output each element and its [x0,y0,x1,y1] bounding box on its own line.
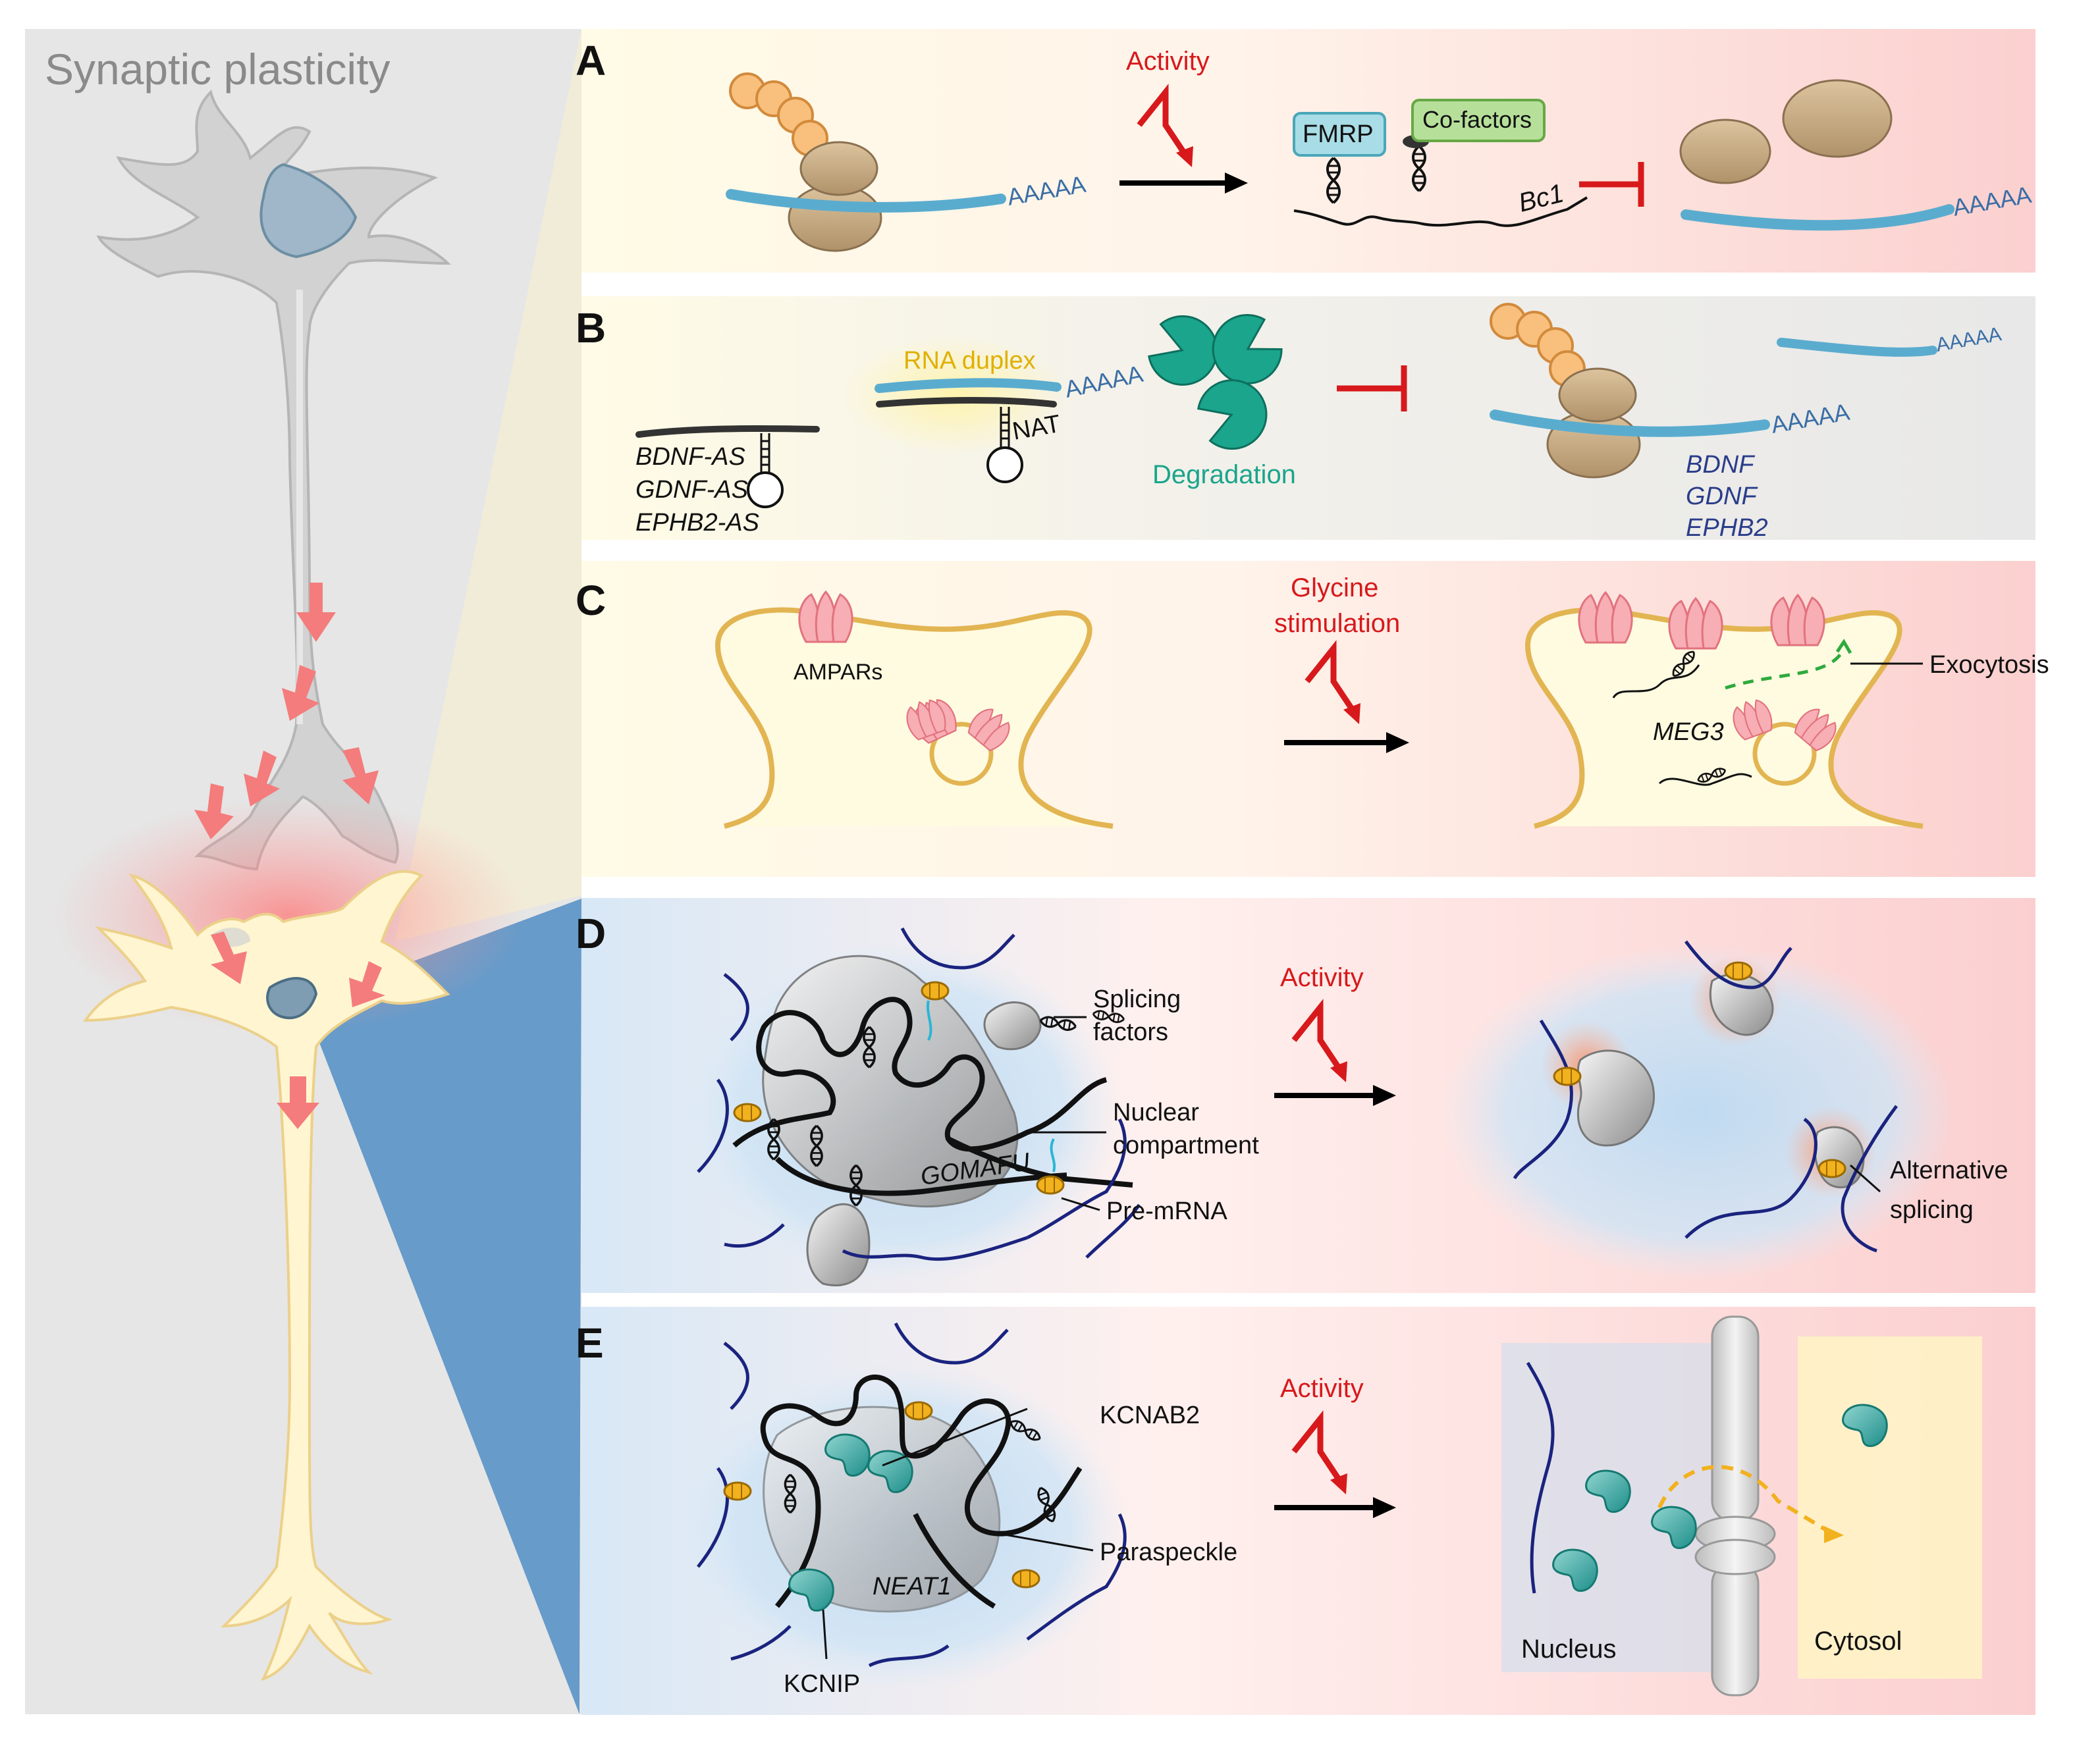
cofactors-box [1411,99,1546,142]
splicing-factor-5 [1724,961,1753,981]
stim-label-1: Glycine [1291,573,1378,602]
panel-A: A AAAAA Activity FMRP Co-factors Bc1 [576,29,2035,273]
panel-A-letter: A [576,37,606,84]
panel-E: E KCNAB2 Paraspeckle NEAT1 KCNIP Activ [576,1307,2035,1715]
activity-label-E: Activity [1280,1374,1364,1403]
rna-duplex-label: RNA duplex [903,347,1036,375]
panel-D-letter: D [576,910,606,957]
premrna-strands-D2 [1513,940,1898,1253]
dispersed-protein-3 [1814,1126,1865,1189]
mrna-A2 [1681,204,1954,231]
antisense-rna [635,425,820,438]
exocytosis-label: Exocytosis [1929,651,2049,679]
activity-label-D: Activity [1280,963,1364,992]
ribosome-large-subunit [1782,79,1893,158]
kcnip-label: KCNIP [784,1670,860,1698]
activity-label-A: Activity [1126,47,1210,76]
splicing-factor-3 [1036,1175,1065,1195]
postsynaptic-nucleus [266,977,318,1020]
premrna-strand-E2 [1526,1361,1555,1594]
neat1-rna [760,1375,1083,1608]
lightning-D [1291,999,1343,1072]
gene-2: EPHB2 [1686,514,1768,542]
splicing-label-1: Splicing [1093,986,1181,1013]
splicing-factor-E3 [1011,1569,1040,1589]
nuclear-envelope-bottom [1711,1562,1760,1697]
splicing-label-2: factors [1093,1018,1168,1046]
bc1-rna [1293,196,1588,227]
paraspeckle [763,1406,1001,1613]
zoom-wedge-blue [310,899,581,1714]
premrna-label: Pre-mRNA [1106,1198,1227,1225]
meg3-rna-2 [1658,773,1752,786]
premrna-strands-D1 [697,927,1141,1261]
splicing-factor-E1 [904,1401,933,1421]
duplex-antisense [876,397,1057,408]
endosome-right [1752,722,1817,786]
splicing-factor-4 [1553,1066,1582,1086]
neat1-label: NEAT1 [873,1573,952,1600]
nuclear-label-2: compartment [1113,1132,1259,1159]
ampar-membrane-right-1 [1578,591,1633,644]
panel-C-letter: C [576,577,606,624]
degradation-label: Degradation [1152,460,1296,489]
panel-B-bg [581,296,2035,540]
signal-arrows [194,583,385,1129]
lightning-C [1305,640,1356,713]
panel-B-letter: B [576,304,606,352]
mrna-B1 [1490,409,1770,437]
splicing-factor-6 [1817,1159,1846,1178]
fmrp-box [1293,112,1386,157]
cofactors-label: Co-factors [1422,106,1532,133]
ampar-membrane-right-2 [1668,597,1723,650]
kcnab2-label: KCNAB2 [1100,1402,1200,1429]
nucleus-label: Nucleus [1521,1635,1617,1664]
stim-label-2: stimulation [1274,609,1400,638]
nuclear-envelope-top [1711,1315,1760,1522]
splicing-factor-2 [733,1103,762,1122]
ribosome-small-subunit [1679,118,1771,184]
postsynaptic-neuron [83,870,450,1681]
alt-label-1: Alternative [1890,1157,2008,1184]
left-panel: Synaptic plasticity [25,29,581,1714]
paraspeckle-label: Paraspeckle [1100,1539,1237,1566]
presynaptic-nucleus [259,163,358,259]
duplex-sense [875,378,1062,393]
premrna-strands-E1 [697,1322,1127,1668]
ampars-label: AMPARs [794,660,882,685]
panel-D: D Splicing factors [576,898,2035,1293]
cytosol-label: Cytosol [1814,1627,1902,1656]
gene-0: BDNF [1686,451,1755,479]
splicing-factor-E2 [723,1481,752,1501]
duplex-glow [843,336,1067,454]
gene-as-2: EPHB2-AS [635,509,759,537]
gene-as-0: BDNF-AS [635,443,745,471]
gene-as-1: GDNF-AS [635,476,748,504]
splicing-factor-1 [921,981,950,1001]
alt-label-2: splicing [1890,1196,1974,1224]
left-title: Synaptic plasticity [45,45,390,93]
panel-E-letter: E [576,1319,604,1367]
meg3-rna-1 [1612,664,1700,698]
dispersed-protein-1 [1576,1049,1655,1147]
lightning-E [1291,1410,1343,1483]
ampar-membrane-left [798,591,853,643]
nuclear-label-1: Nuclear [1113,1099,1199,1126]
exocytosis-path [1725,647,1846,690]
panel-B: B BDNF-AS GDNF-AS EPHB2-AS RNA duplex AA… [576,296,2035,542]
polysome [729,72,882,252]
presynaptic-neuron [96,90,451,871]
panel-C: C AMPARs Glycine stimulation Exocytosis [576,561,2049,877]
cytosol-region-E [1798,1336,1982,1679]
mrna-A1 [726,189,1006,213]
fmrp-label: FMRP [1303,120,1374,148]
mrna-B2 [1777,338,1937,357]
meg3-label: MEG3 [1653,718,1724,746]
gene-1: GDNF [1686,483,1758,510]
export-path [1657,1465,1832,1535]
zoom-wedge-yellow [395,29,581,941]
ampar-membrane-right-3 [1770,594,1825,646]
lightning-A [1137,84,1188,157]
